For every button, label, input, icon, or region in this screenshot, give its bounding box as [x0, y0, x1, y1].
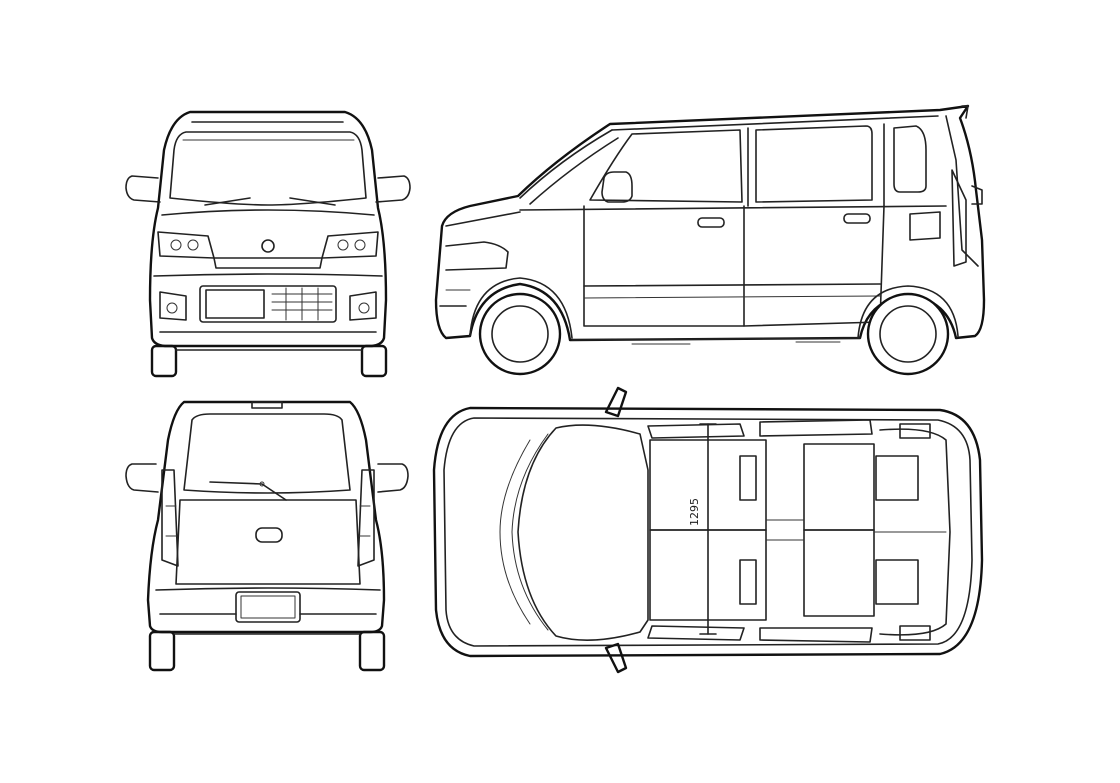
dimension-label: 1295 — [688, 498, 701, 526]
top-view: 1295 — [432, 386, 984, 674]
front-view — [125, 110, 411, 378]
rear-view — [125, 400, 409, 672]
side-view — [434, 104, 986, 376]
